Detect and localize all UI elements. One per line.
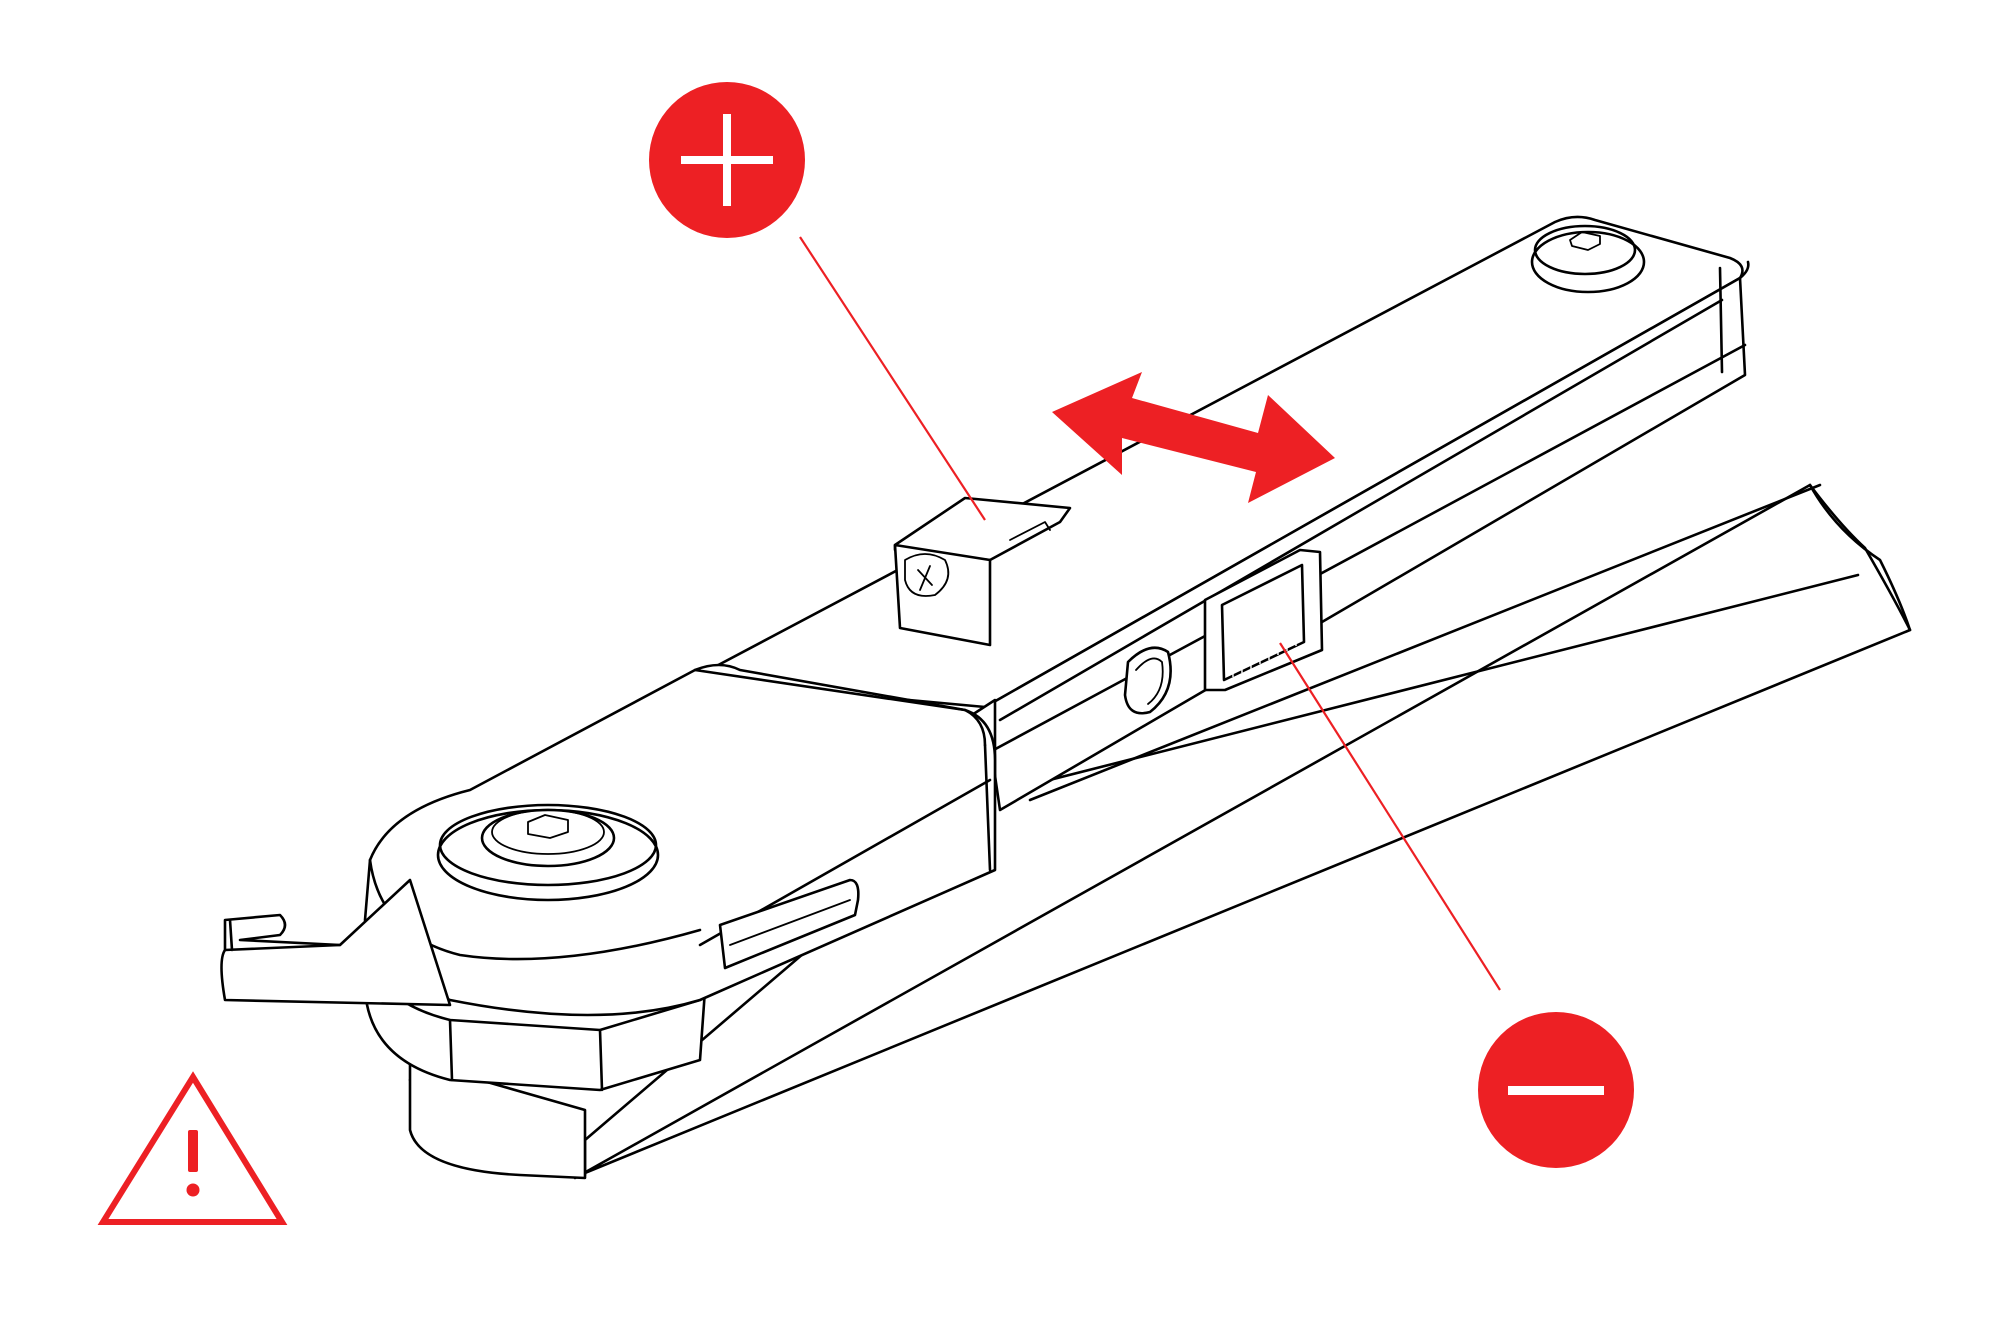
sash-profile <box>573 483 1912 1180</box>
warning-exclamation-bar <box>188 1130 198 1172</box>
hinge-cylinder-base <box>408 1058 587 1180</box>
knurled-slider-grip <box>1220 563 1306 682</box>
plus-leader-line <box>799 236 986 521</box>
hinge-tab-edges <box>223 918 342 952</box>
slider-screw-slot <box>917 565 933 591</box>
minus-badge-bar <box>1508 1086 1604 1095</box>
arm-side-slot-inner <box>1135 657 1164 705</box>
warning-triangle-icon <box>97 1071 288 1225</box>
slider-block <box>893 496 1072 647</box>
hinge-knuckle-seams <box>448 1018 604 1092</box>
hinge-cap-slot <box>718 878 860 970</box>
hinge-top-cap-edge <box>693 668 987 747</box>
sash-profile-body <box>573 483 1912 1180</box>
knurled-slider-ridges <box>1231 570 1297 678</box>
warning-triangle-outline <box>97 1071 288 1225</box>
end-screw-head <box>1530 230 1646 294</box>
hinge-head <box>220 663 997 1180</box>
arm-side-slot <box>1123 646 1172 715</box>
sash-profile-break-edge <box>1808 483 1912 632</box>
sash-profile-top-edge <box>1008 573 1860 792</box>
knurled-slider <box>1203 548 1324 692</box>
double-arrow-icon <box>1052 372 1335 503</box>
slider-step <box>1009 521 1051 541</box>
hinge-top-cap-corner <box>983 743 992 872</box>
end-screw-socket <box>1569 231 1601 251</box>
pivot-screw-socket <box>527 814 569 839</box>
minus-leader-line <box>1279 642 1501 991</box>
hinge-cap-slot-inner <box>729 899 851 946</box>
slider-screw <box>904 553 950 597</box>
arm-end-curve <box>1738 260 1750 280</box>
warning-exclamation-dot <box>186 1183 200 1197</box>
arm-side-inner-line <box>998 298 1724 722</box>
minus-icon <box>1478 1012 1634 1168</box>
arm-side-lower-line <box>973 343 1747 762</box>
plus-badge-vertical <box>723 114 731 206</box>
arm-end-edge <box>1718 266 1724 374</box>
slider-front <box>893 543 992 647</box>
pivot-screw-head-rim <box>491 809 605 855</box>
pivot-screw-washer-rim <box>438 803 658 887</box>
hinge-tab-lever <box>220 878 452 1007</box>
sash-profile-top-line <box>1028 483 1822 802</box>
end-screw-rim <box>1533 224 1637 276</box>
plus-icon <box>649 82 805 238</box>
